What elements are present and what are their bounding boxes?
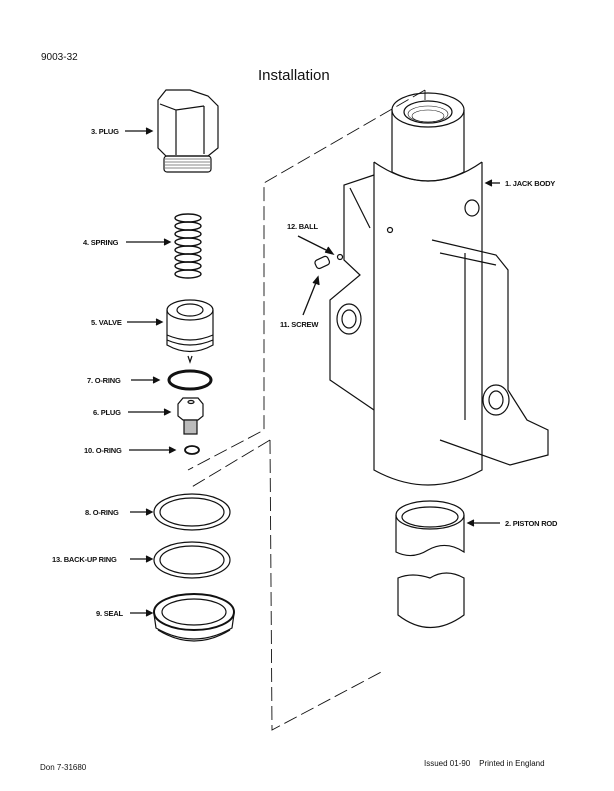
plug-6-part	[177, 397, 204, 435]
label-plug-6: 6. PLUG	[93, 408, 121, 417]
o-ring-8-part	[153, 493, 231, 531]
assembly-boundary	[187, 89, 426, 731]
label-valve: 5. VALVE	[91, 318, 122, 327]
screw-11-part	[314, 255, 331, 270]
label-seal: 9. SEAL	[96, 609, 123, 618]
seal-part	[153, 593, 235, 642]
ball-12-part	[336, 253, 344, 261]
label-piston-rod: 2. PISTON ROD	[505, 519, 558, 528]
plug-3-part	[157, 89, 219, 173]
label-o-ring-7: 7. O-RING	[87, 376, 121, 385]
piston-rod-part	[395, 500, 465, 628]
label-plug-3: 3. PLUG	[91, 127, 119, 136]
o-ring-10-part	[184, 445, 200, 455]
spring-part	[174, 213, 202, 279]
label-jack-body: 1. JACK BODY	[505, 179, 556, 188]
footer-issue-info: Issued 01-90 Printed in England	[424, 759, 545, 768]
label-ball: 12. BALL	[287, 222, 318, 231]
document-number: 9003-32	[41, 52, 78, 63]
jack-body-part	[329, 92, 549, 486]
label-screw: 11. SCREW	[280, 320, 319, 329]
footer-issued: Issued 01-90	[424, 759, 471, 768]
label-o-ring-10: 10. O-RING	[84, 446, 122, 455]
valve-part	[166, 299, 214, 364]
leader-arrows	[125, 127, 500, 617]
label-back-up-ring: 13. BACK-UP RING	[52, 555, 117, 564]
label-spring: 4. SPRING	[83, 238, 119, 247]
footer-printed: Printed in England	[479, 759, 545, 768]
page-title: Installation	[258, 67, 330, 84]
label-o-ring-8: 8. O-RING	[85, 508, 119, 517]
o-ring-7-part	[167, 369, 213, 391]
footer-drawing-number: Don 7-31680	[40, 763, 87, 772]
back-up-ring-part	[153, 541, 231, 579]
